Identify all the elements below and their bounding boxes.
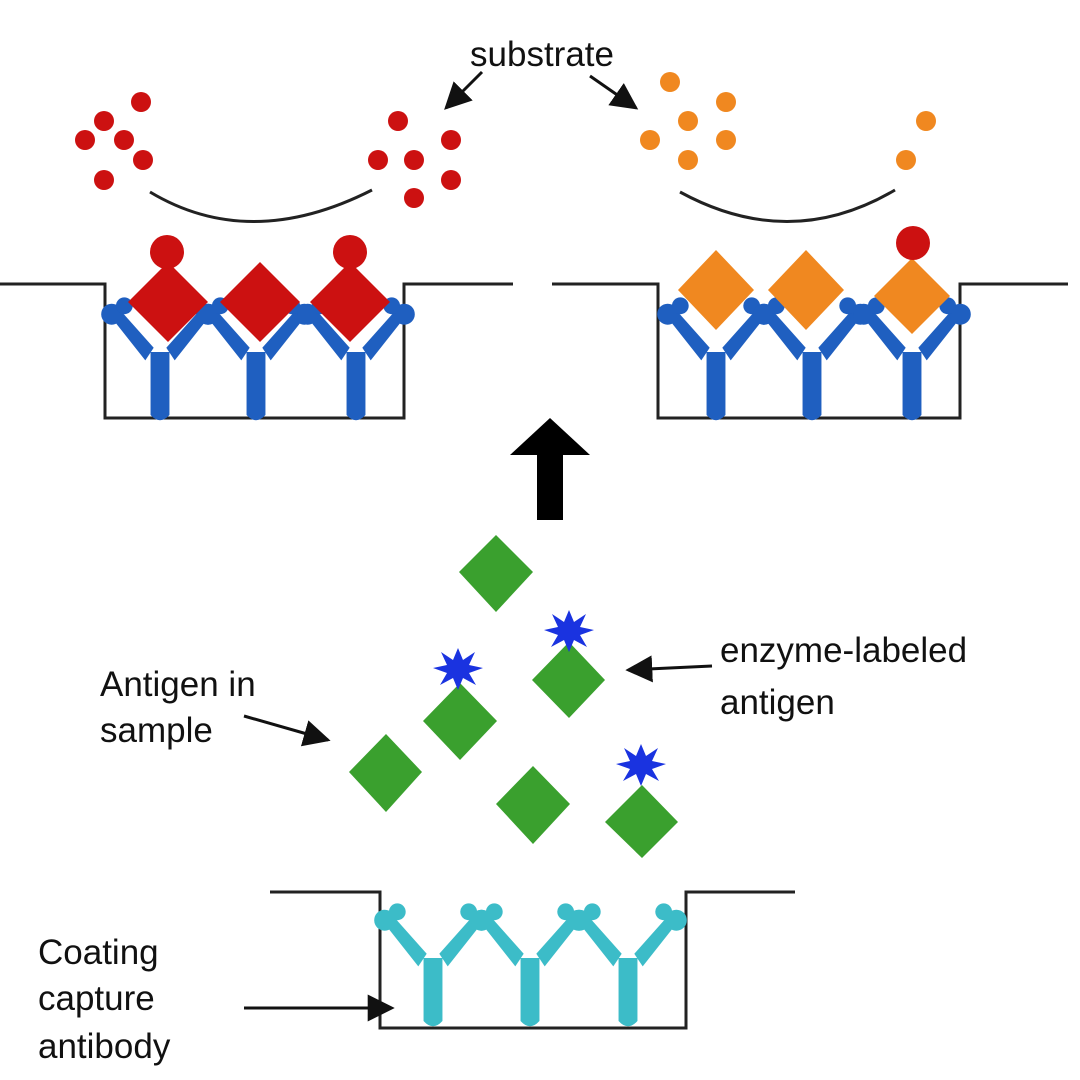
antigen-diamond: [496, 766, 570, 844]
left-antigens: [128, 235, 390, 342]
antigen-diamond: [459, 535, 533, 612]
substrate-arrow-left: [444, 70, 484, 110]
antigen-diamond: [220, 262, 300, 342]
substrate-label: substrate: [470, 35, 614, 74]
antigen-in-sample-label-line2: sample: [100, 711, 213, 750]
right-substrate-dots: [640, 72, 936, 170]
antigen-diamond: [423, 683, 497, 760]
antigen-in-sample-label-line1: Antigen in: [100, 665, 256, 704]
coating-label-line1: Coating: [38, 933, 159, 972]
substrate-arrow-right: [589, 74, 639, 110]
antigen-diamond: [874, 258, 950, 334]
antigen-diamond: [532, 642, 605, 718]
bottom-well: [270, 890, 795, 1030]
enzyme-labeled-antigen-arrow: [625, 655, 713, 683]
coating-label-line3: antibody: [38, 1027, 171, 1066]
product-dot: [150, 235, 184, 269]
capture-antibodies: [374, 903, 687, 1027]
enzyme-labels: [433, 610, 666, 786]
antigen-diamond: [349, 734, 422, 812]
left-substrate-curve: [149, 188, 373, 223]
process-arrow: [510, 418, 590, 520]
left-substrate-dots: [75, 92, 461, 208]
enzyme-star: [616, 744, 666, 786]
product-dot: [333, 235, 367, 269]
coating-label-line2: capture: [38, 979, 155, 1018]
antigen-diamond: [310, 262, 390, 342]
capture-antibody: [569, 903, 687, 1027]
antigen-diamond: [768, 250, 844, 330]
enzyme-labeled-antigen-label-line2: antigen: [720, 683, 835, 722]
enzyme-labeled-antigen-label-line1: enzyme-labeled: [720, 631, 967, 670]
antigen-diamond: [605, 785, 678, 858]
enzyme-star: [544, 610, 594, 652]
right-substrate-curve: [679, 188, 896, 223]
antigen-in-sample-arrow: [243, 714, 331, 747]
right-antigens: [678, 250, 950, 334]
antigen-diamond: [678, 250, 754, 330]
enzyme-star: [433, 648, 483, 690]
product-dot: [896, 226, 930, 260]
antigens-in-solution: [349, 535, 678, 858]
antigen-diamond: [128, 262, 208, 342]
